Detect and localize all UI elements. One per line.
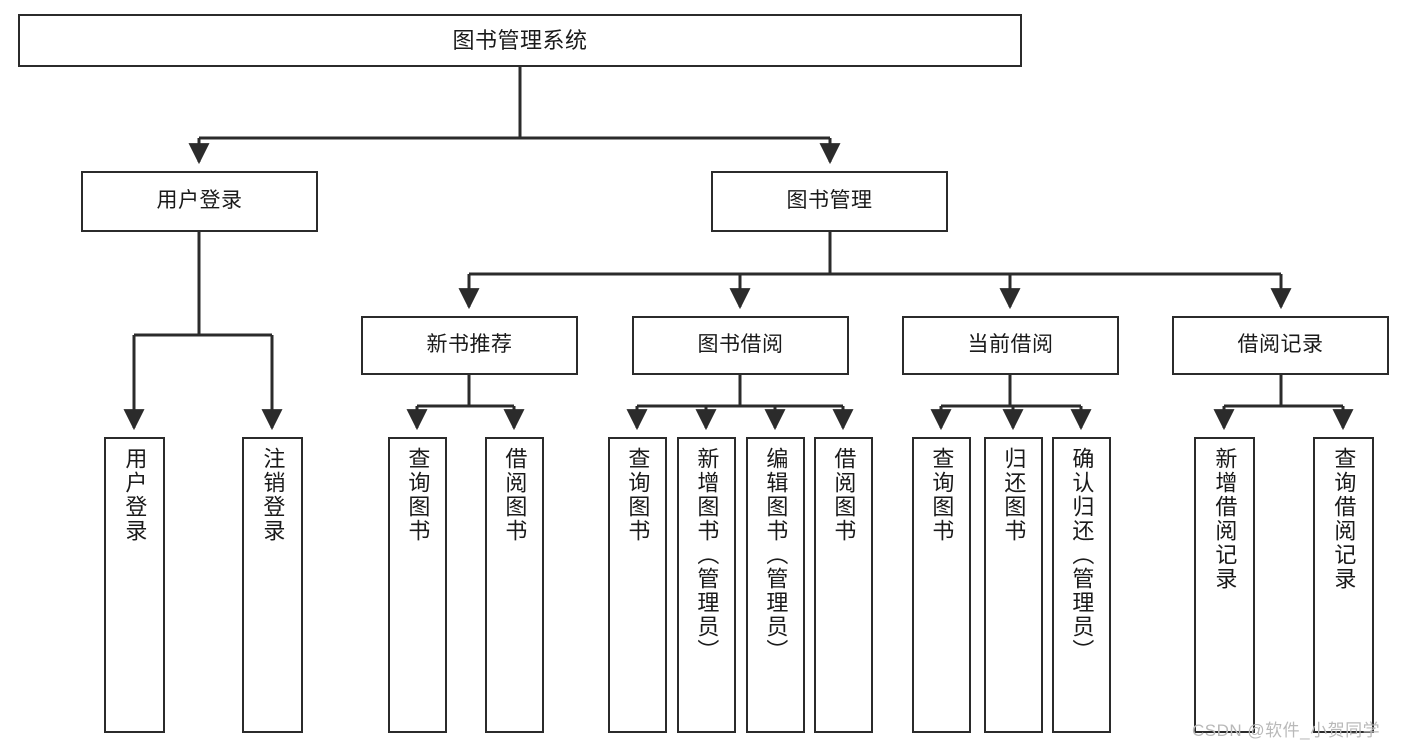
node-borrow-record-label: 借阅记录: [1237, 333, 1324, 357]
node-new-book-rec-label: 新书推荐: [426, 333, 513, 357]
node-leaf-confirm-return[interactable]: 确认归还（管理员）: [1052, 437, 1111, 733]
node-leaf-logout[interactable]: 注销登录: [242, 437, 303, 733]
node-leaf-confirm-return-label: 确认归还（管理员）: [1069, 447, 1095, 663]
node-user-login[interactable]: 用户登录: [81, 171, 318, 232]
node-new-book-rec[interactable]: 新书推荐: [361, 316, 578, 375]
node-leaf-add-book-label: 新增图书（管理员）: [694, 447, 720, 663]
node-leaf-add-book[interactable]: 新增图书（管理员）: [677, 437, 736, 733]
node-leaf-query-book-1-label: 查询图书: [405, 447, 431, 543]
node-leaf-borrow-book-1-label: 借阅图书: [502, 447, 528, 543]
node-leaf-edit-book-label: 编辑图书（管理员）: [763, 447, 789, 663]
node-leaf-borrow-book-2-label: 借阅图书: [831, 447, 857, 543]
node-book-borrow[interactable]: 图书借阅: [632, 316, 849, 375]
node-borrow-record[interactable]: 借阅记录: [1172, 316, 1389, 375]
node-book-borrow-label: 图书借阅: [697, 333, 784, 357]
node-book-manage-label: 图书管理: [786, 189, 873, 213]
node-leaf-query-book-1[interactable]: 查询图书: [388, 437, 447, 733]
node-leaf-query-book-3-label: 查询图书: [929, 447, 955, 543]
node-root-label: 图书管理系统: [452, 27, 588, 53]
node-leaf-user-login-label: 用户登录: [122, 447, 148, 543]
node-leaf-edit-book[interactable]: 编辑图书（管理员）: [746, 437, 805, 733]
node-leaf-borrow-book-2[interactable]: 借阅图书: [814, 437, 873, 733]
node-leaf-logout-label: 注销登录: [260, 447, 286, 543]
node-leaf-return-book-label: 归还图书: [1001, 447, 1027, 543]
node-leaf-add-record-label: 新增借阅记录: [1212, 447, 1238, 591]
node-leaf-borrow-book-1[interactable]: 借阅图书: [485, 437, 544, 733]
node-current-borrow-label: 当前借阅: [967, 333, 1054, 357]
node-leaf-add-record[interactable]: 新增借阅记录: [1194, 437, 1255, 733]
node-leaf-return-book[interactable]: 归还图书: [984, 437, 1043, 733]
node-current-borrow[interactable]: 当前借阅: [902, 316, 1119, 375]
node-user-login-label: 用户登录: [156, 189, 243, 213]
node-leaf-query-record-label: 查询借阅记录: [1331, 447, 1357, 591]
node-root[interactable]: 图书管理系统: [18, 14, 1022, 67]
node-leaf-query-record[interactable]: 查询借阅记录: [1313, 437, 1374, 733]
node-book-manage[interactable]: 图书管理: [711, 171, 948, 232]
node-leaf-query-book-2-label: 查询图书: [625, 447, 651, 543]
node-leaf-query-book-3[interactable]: 查询图书: [912, 437, 971, 733]
node-leaf-query-book-2[interactable]: 查询图书: [608, 437, 667, 733]
node-leaf-user-login[interactable]: 用户登录: [104, 437, 165, 733]
